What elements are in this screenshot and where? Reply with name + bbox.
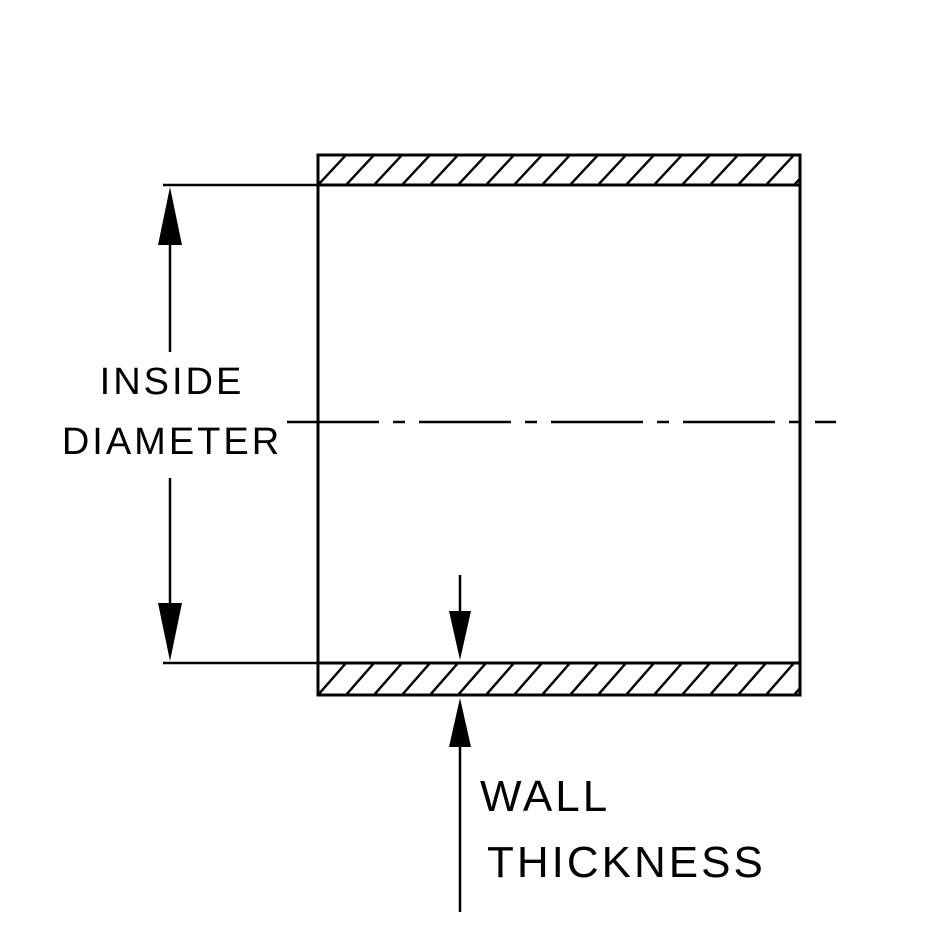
bottom-wall-hatch [319, 664, 800, 694]
inside-diameter-label-line1: INSIDE [100, 361, 245, 403]
wall-thickness-label-line2: THICKNESS [487, 838, 766, 887]
inside-diameter-label-line2: DIAMETER [62, 421, 282, 463]
wall-thickness-arrow-up-icon [449, 698, 471, 747]
wall-thickness-label-line1: WALL [480, 772, 610, 821]
tube-outline [316, 153, 802, 697]
arrow-up-icon [158, 187, 182, 245]
top-wall-hatch [319, 156, 800, 185]
arrow-down-icon [158, 603, 182, 661]
wall-thickness-arrow-down-icon [449, 611, 471, 660]
